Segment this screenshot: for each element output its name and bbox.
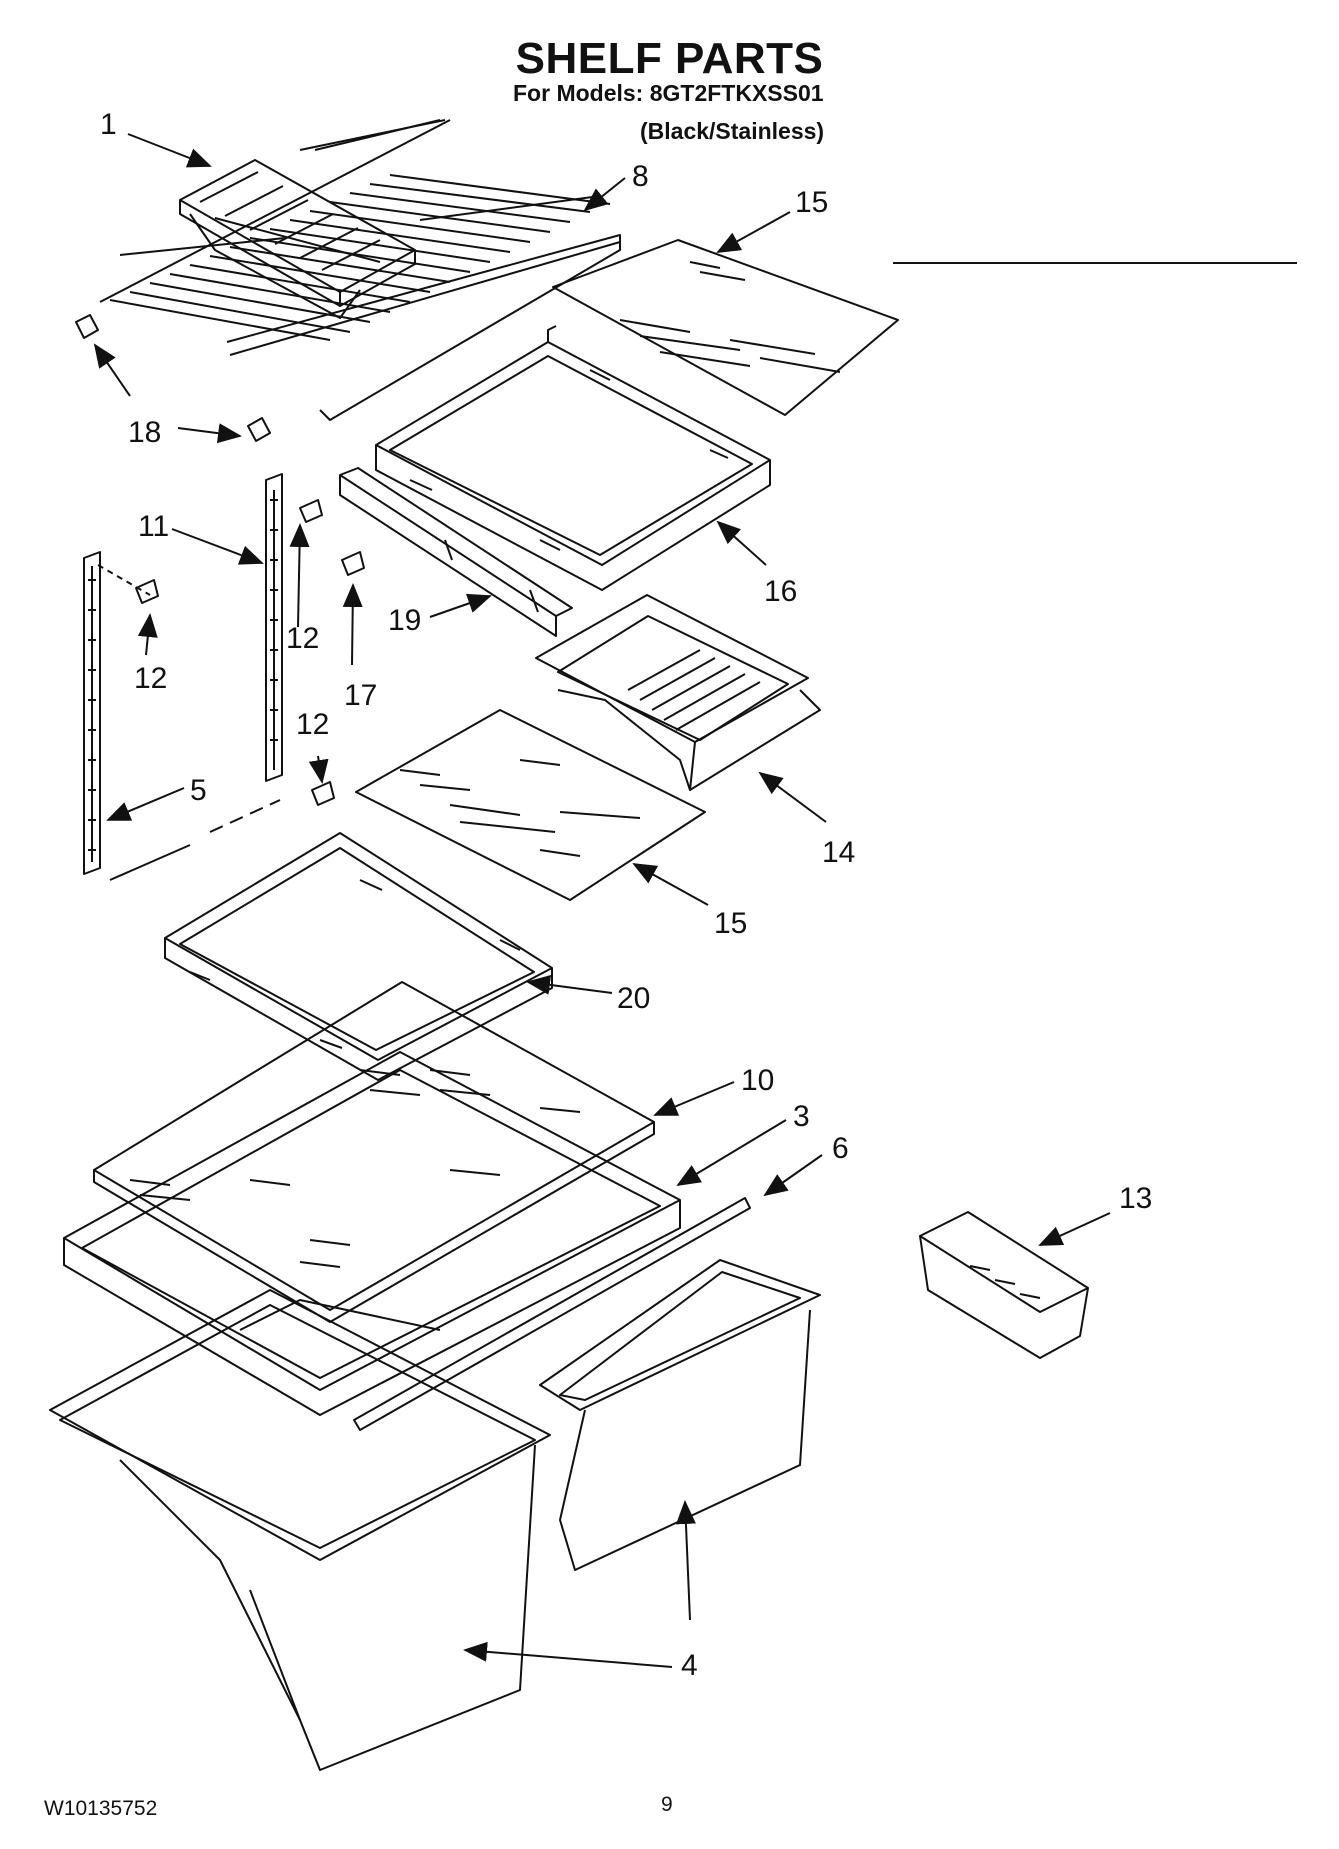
callout-10: 10 xyxy=(741,1064,774,1097)
leader-12-left xyxy=(137,613,158,656)
callout-12-upper: 12 xyxy=(286,622,319,655)
part-crisper-cover xyxy=(63,1051,681,1416)
page-title: SHELF PARTS xyxy=(515,34,824,83)
callout-16: 16 xyxy=(764,575,797,608)
leader-20 xyxy=(526,974,613,995)
leader-12-upper xyxy=(289,523,310,628)
part-small-bin xyxy=(919,1211,1089,1359)
leader-3 xyxy=(676,1119,787,1187)
part-small-crisper xyxy=(535,594,821,791)
part-shelf-rail xyxy=(339,467,573,637)
part-crisper-drawer-right xyxy=(539,1259,821,1571)
callout-20: 20 xyxy=(617,982,650,1015)
part-glass-shelf-large xyxy=(93,981,655,1323)
part-screw-upper xyxy=(299,499,323,523)
finish-line: (Black/Stainless) xyxy=(640,118,825,144)
callout-15-lower: 15 xyxy=(714,907,747,940)
part-end-cap-left xyxy=(75,314,99,339)
callout-1: 1 xyxy=(100,108,117,141)
part-ladder-upper xyxy=(265,473,283,782)
leader-8 xyxy=(583,177,626,212)
leader-11 xyxy=(171,528,264,565)
callout-12-lower: 12 xyxy=(296,708,329,741)
callout-19: 19 xyxy=(388,604,421,637)
callout-11: 11 xyxy=(138,510,169,543)
part-shelf-frame-upper xyxy=(375,325,771,591)
part-screw-17 xyxy=(341,551,365,576)
leader-15-lower xyxy=(632,863,709,906)
document-number: W10135752 xyxy=(44,1797,158,1820)
dash-line-ladder-b xyxy=(209,799,281,833)
callout-15-upper: 15 xyxy=(795,186,828,219)
part-shelf-frame-lower xyxy=(164,832,553,1081)
dash-line-ladder-a xyxy=(109,844,191,881)
part-glass-shelf-middle xyxy=(355,709,706,901)
page-number: 9 xyxy=(661,1793,673,1816)
part-screw-lower xyxy=(311,781,335,806)
callout-17: 17 xyxy=(344,679,377,712)
leader-lines xyxy=(93,133,1111,1668)
callout-6: 6 xyxy=(832,1132,849,1165)
dash-line-screw-left xyxy=(97,564,151,596)
leader-16 xyxy=(716,520,767,566)
leader-15-upper xyxy=(716,211,791,253)
leader-13 xyxy=(1038,1212,1111,1246)
leader-4-a xyxy=(463,1641,673,1668)
callout-8: 8 xyxy=(632,160,649,193)
leader-5 xyxy=(106,787,185,821)
part-wire-shelf xyxy=(99,119,621,421)
leader-10 xyxy=(653,1081,735,1116)
leader-6 xyxy=(763,1154,823,1197)
callout-labels: 1 8 15 18 11 12 12 17 19 16 14 12 5 15 2… xyxy=(100,108,1152,1682)
models-line: For Models: 8GT2FTKXSS01 xyxy=(513,80,824,106)
part-trim-strip xyxy=(353,1197,751,1431)
callout-3: 3 xyxy=(793,1100,810,1133)
callout-5: 5 xyxy=(190,774,207,807)
leader-17 xyxy=(342,583,363,666)
leader-18-b xyxy=(177,423,242,444)
part-ladder-left xyxy=(83,551,101,875)
part-end-cap-right xyxy=(247,417,271,442)
callout-13: 13 xyxy=(1119,1182,1152,1215)
leader-14 xyxy=(758,771,827,823)
callout-4: 4 xyxy=(681,1649,698,1682)
leader-19 xyxy=(429,593,492,618)
part-crisper-drawer-left xyxy=(49,1289,551,1771)
part-glass-shelf-upper xyxy=(552,239,899,416)
leader-4-b xyxy=(675,1500,696,1621)
leader-12-lower xyxy=(308,755,329,784)
leader-18-a xyxy=(93,343,131,397)
part-screw-left xyxy=(135,579,159,604)
callout-12-left: 12 xyxy=(134,662,167,695)
leader-1 xyxy=(127,133,212,168)
callout-18: 18 xyxy=(128,416,161,449)
callout-14: 14 xyxy=(822,836,855,869)
